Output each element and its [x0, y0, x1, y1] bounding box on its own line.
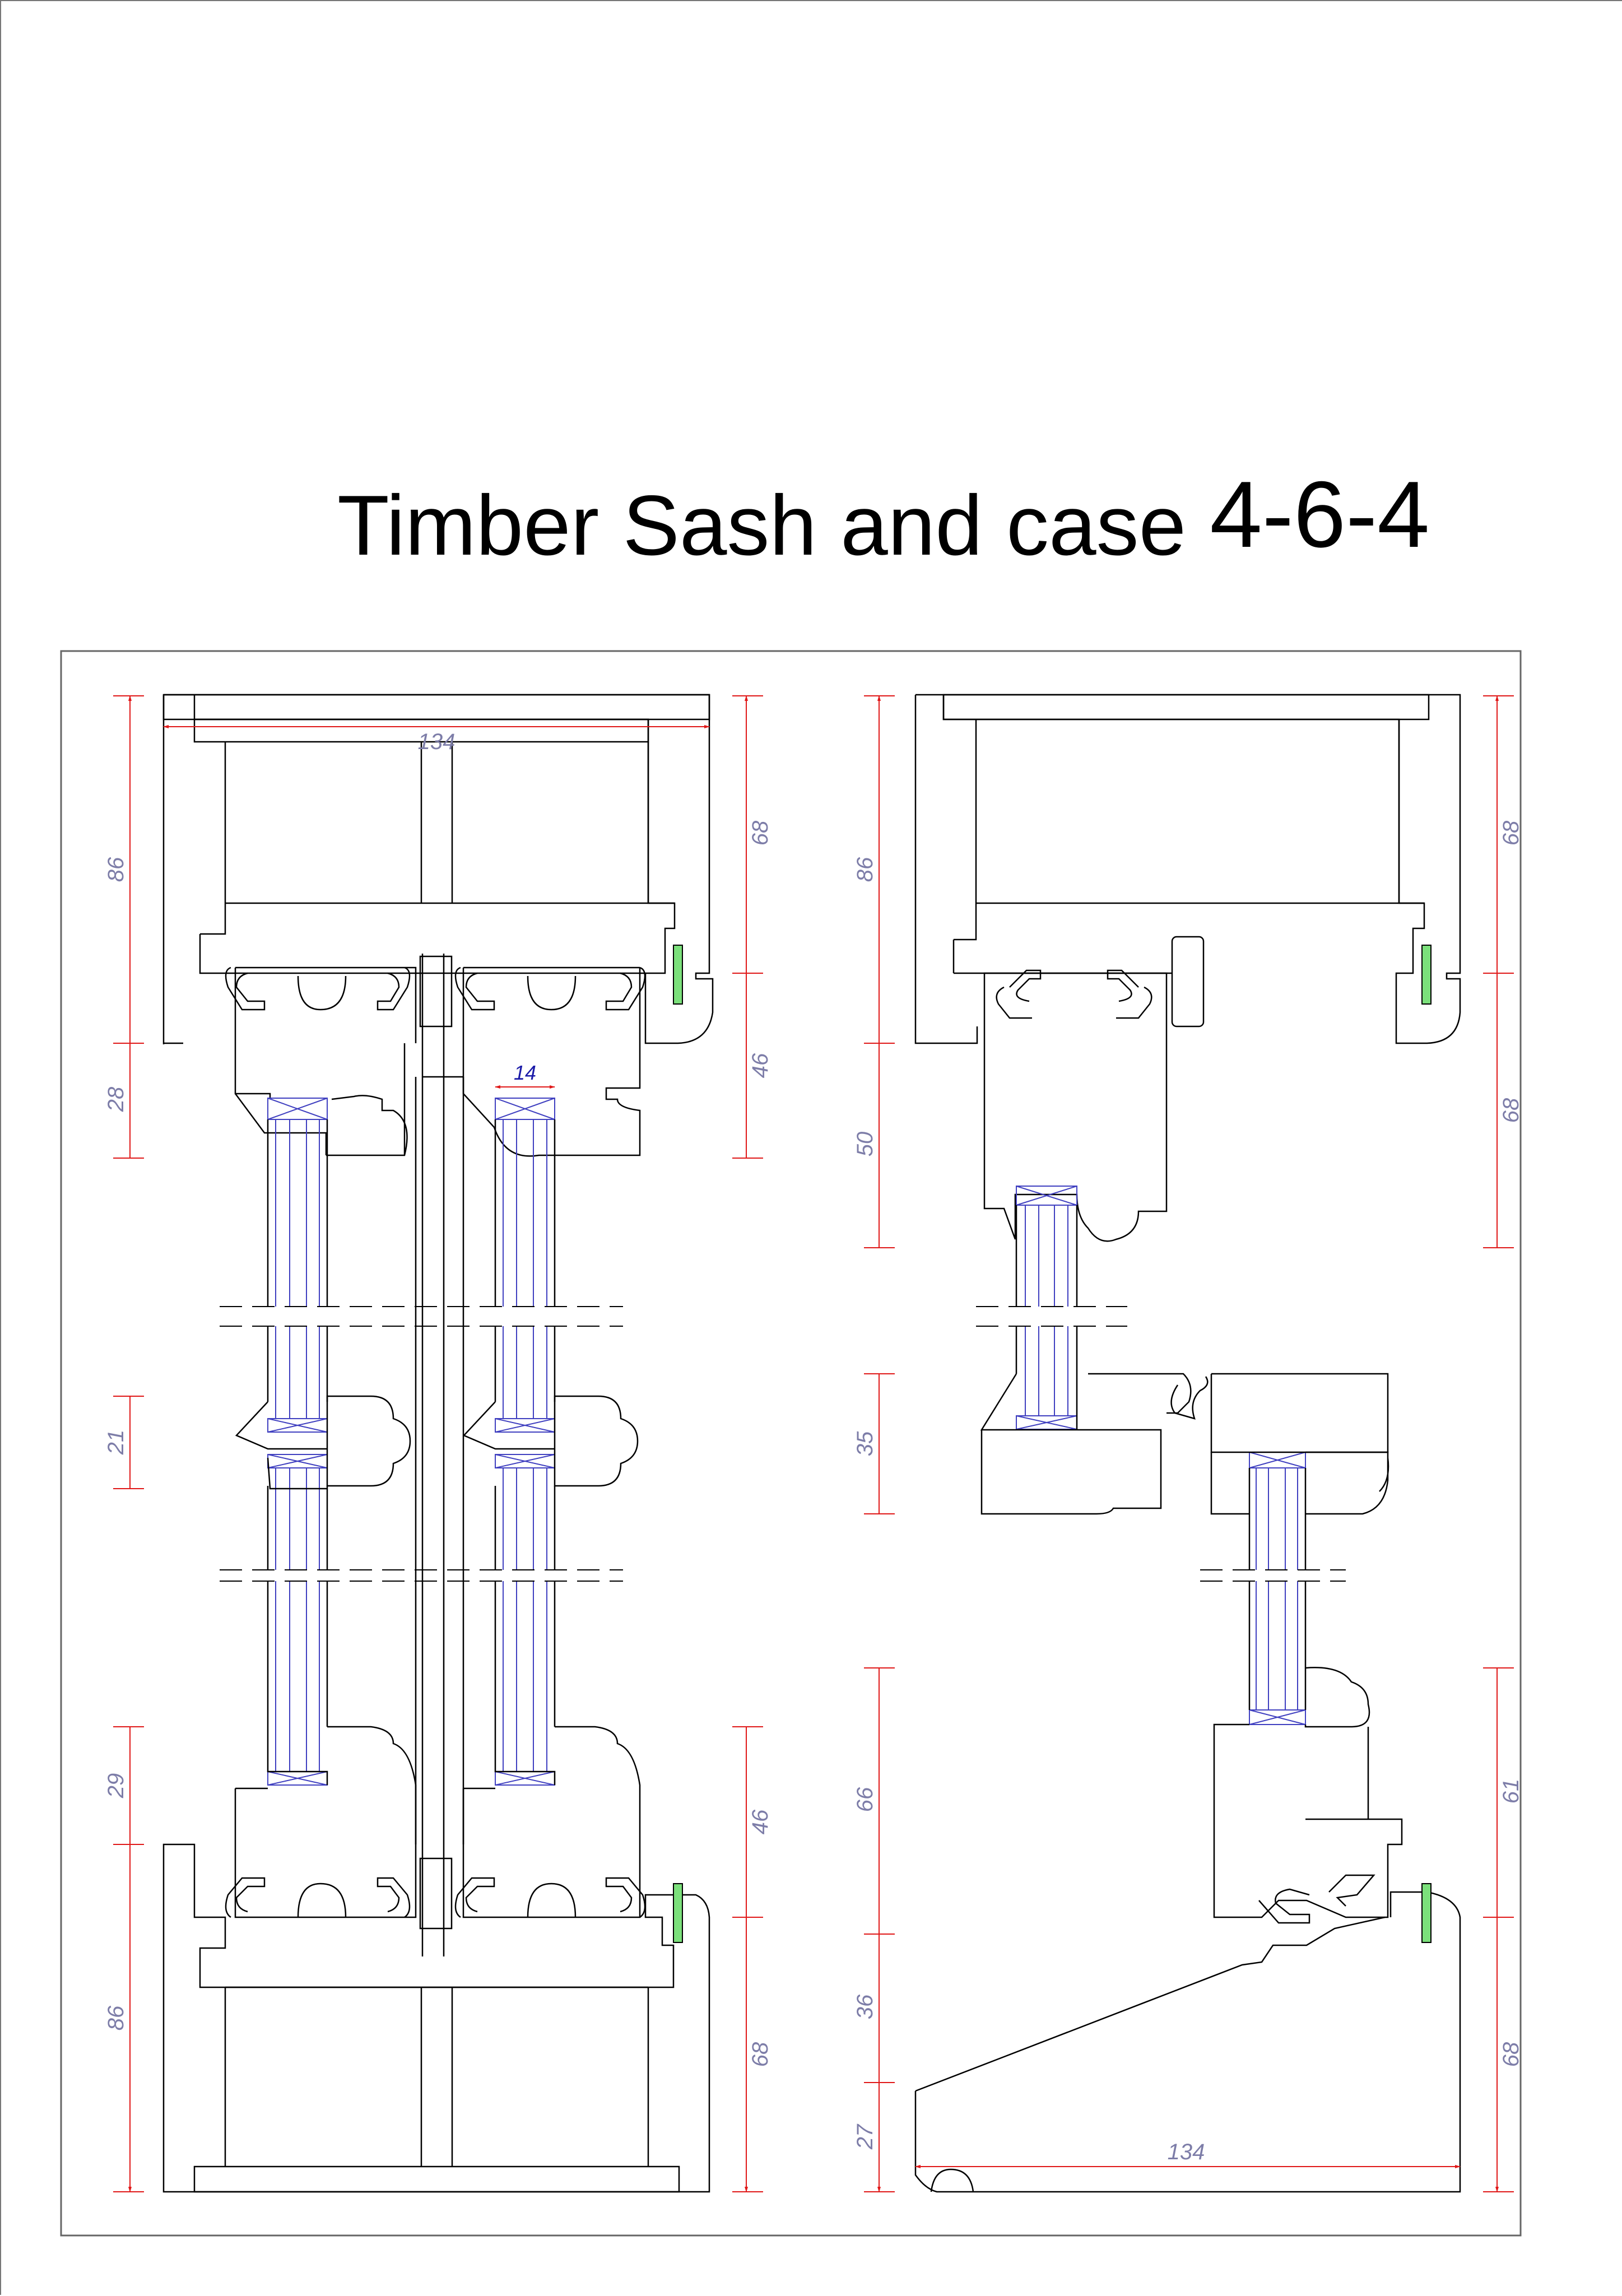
right-dim-134: 134: [1168, 2140, 1205, 2164]
right-dim-86: 86: [853, 857, 877, 882]
left-dimension-labels: 86 28 21 29 86 68 46 46 68 134 14: [104, 729, 773, 2067]
right-dimensions: [864, 696, 1514, 2192]
left-dim-68-top: 68: [748, 820, 773, 845]
drawing-title: Timber Sash and case 4-6-4: [337, 462, 1430, 578]
right-dim-61: 61: [1499, 1779, 1523, 1804]
right-dim-27: 27: [853, 2123, 877, 2150]
right-section: [914, 694, 1461, 2193]
right-dim-68-mid: 68: [1499, 1098, 1523, 1123]
right-dim-68-top: 68: [1499, 820, 1523, 845]
left-dim-28: 28: [104, 1086, 128, 1112]
right-dim-36: 36: [853, 1994, 877, 2019]
left-dim-68-bottom: 68: [748, 2042, 773, 2067]
right-head-seal: [1421, 945, 1432, 1005]
left-dim-134: 134: [418, 729, 456, 754]
right-sill-seal: [1421, 1883, 1432, 1943]
right-dim-50: 50: [853, 1132, 877, 1157]
left-section: [162, 694, 714, 2193]
right-dimension-labels: 86 50 35 66 36 27 68 68 61 68 134: [853, 820, 1523, 2164]
title-number: 4-6-4: [1210, 462, 1430, 567]
left-dim-46-top: 46: [748, 1053, 773, 1078]
left-dim-21: 21: [104, 1430, 128, 1456]
drawing-frame: [60, 650, 1522, 2237]
title-text: Timber Sash and case: [337, 478, 1210, 573]
right-dim-68-bottom: 68: [1499, 2042, 1523, 2067]
left-dim-86-top: 86: [104, 857, 128, 882]
right-dim-35: 35: [853, 1431, 877, 1456]
left-sill-seal: [673, 1883, 683, 1943]
right-dim-66: 66: [853, 1787, 877, 1812]
left-head-seal: [673, 945, 683, 1005]
left-dim-86-bottom: 86: [104, 2005, 128, 2030]
left-dim-46-bottom: 46: [748, 1809, 773, 1834]
left-dimensions: [113, 696, 763, 2192]
left-dim-29: 29: [104, 1773, 128, 1799]
left-dim-14: 14: [514, 1061, 536, 1084]
